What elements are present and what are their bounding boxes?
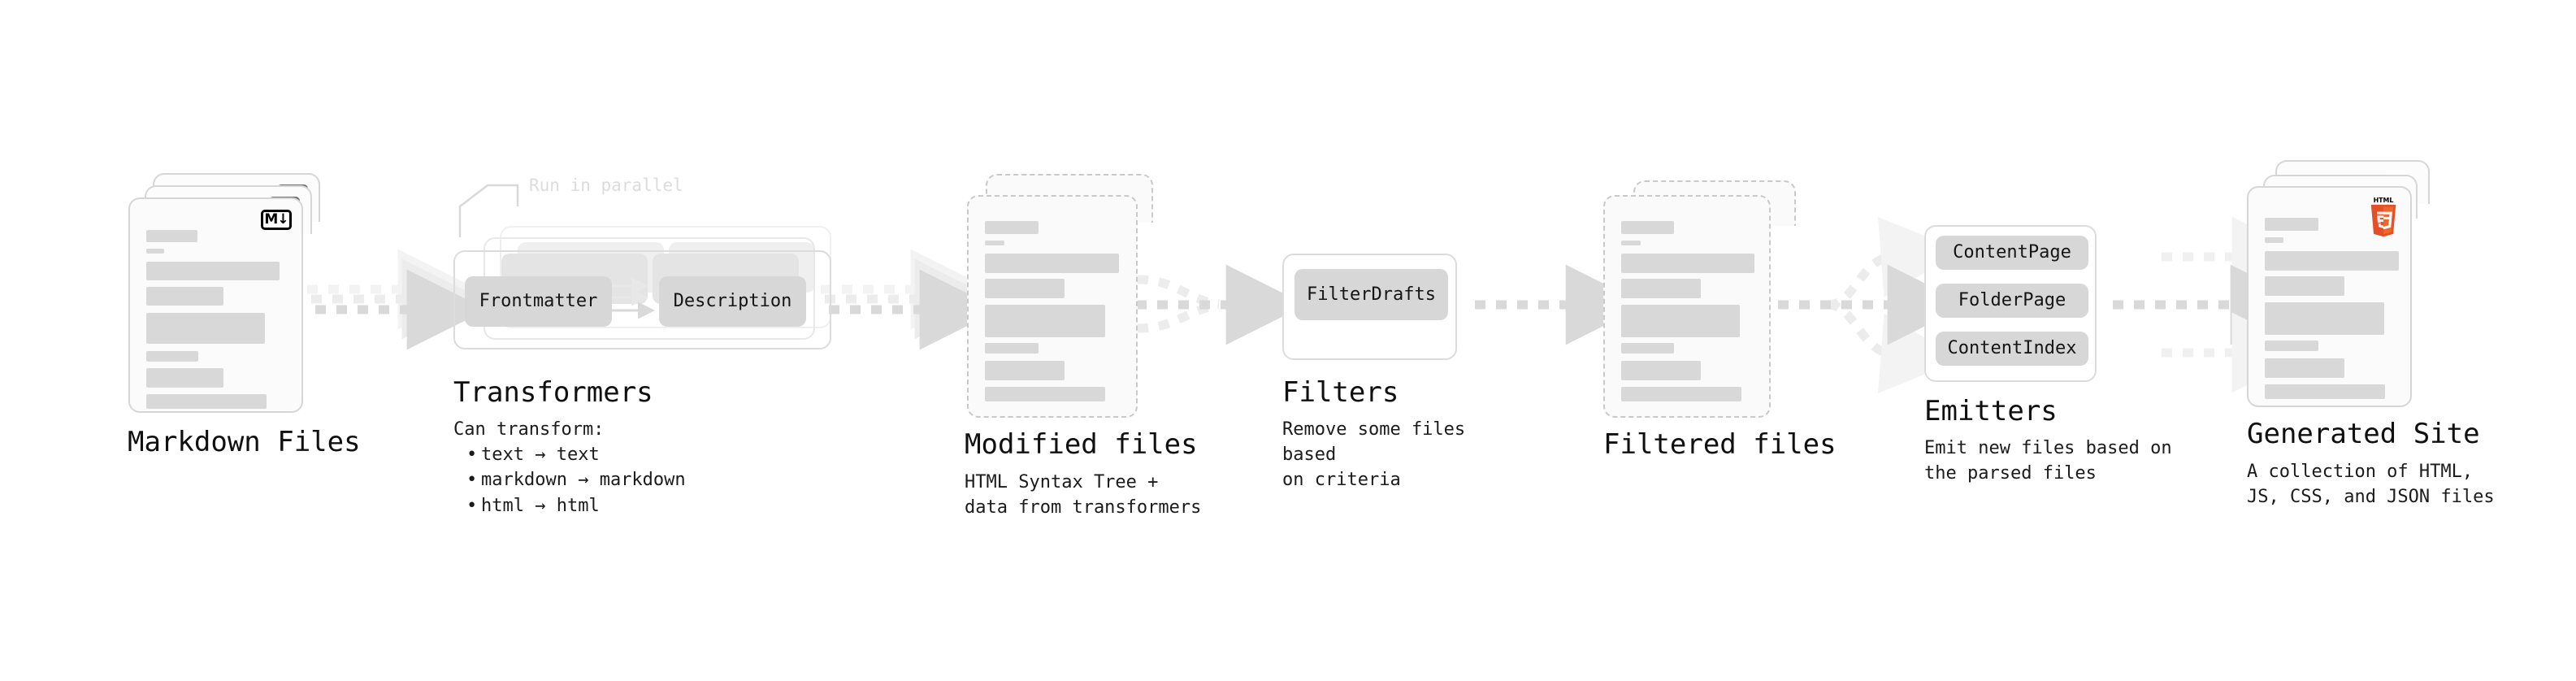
- skeleton-block: [146, 394, 267, 409]
- generated-site-title: Generated Site: [2247, 418, 2480, 450]
- filters-title: Filters: [1282, 376, 1399, 409]
- skeleton-block: [1621, 343, 1674, 354]
- transform-item: markdown → markdown: [466, 467, 722, 492]
- filter-chip-filterdrafts[interactable]: FilterDrafts: [1295, 269, 1448, 320]
- skeleton-subtitle: [985, 241, 1004, 245]
- filters-box: FilterDrafts: [1282, 254, 1457, 360]
- filtered-files-title: Filtered files: [1603, 428, 1837, 461]
- modified-files-description: HTML Syntax Tree + data from transformer…: [965, 472, 1202, 518]
- skeleton-subtitle: [1621, 241, 1641, 245]
- modified-files-title: Modified files: [965, 428, 1198, 461]
- markdown-files-title: Markdown Files: [128, 426, 361, 458]
- emitters-title: Emitters: [1924, 395, 2058, 427]
- transformer-chip-frontmatter[interactable]: Frontmatter: [465, 276, 612, 327]
- filtered-doc-front: [1603, 195, 1771, 418]
- skeleton-title: [1621, 221, 1674, 234]
- generated-site-description: A collection of HTML, JS, CSS, and JSON …: [2247, 462, 2495, 508]
- filters-description: Remove some files based on criteria: [1282, 419, 1466, 491]
- skeleton-block: [1621, 305, 1740, 337]
- emitter-chip-contentindex[interactable]: ContentIndex: [1936, 332, 2088, 366]
- skeleton-block: [985, 254, 1119, 273]
- skeleton-block: [985, 305, 1105, 337]
- emitter-chip-folderpage[interactable]: FolderPage: [1936, 284, 2088, 318]
- skeleton-block: [1621, 254, 1754, 273]
- skeleton-block: [146, 287, 223, 306]
- markdown-doc-front: M↓: [128, 197, 303, 413]
- skeleton-subtitle: [2265, 237, 2283, 243]
- arrow-transformers-to-modified: [821, 249, 1000, 350]
- skeleton-title: [2265, 218, 2318, 231]
- svg-text:HTML: HTML: [2374, 197, 2394, 204]
- skeleton-block: [985, 279, 1065, 298]
- run-in-parallel-label: Run in parallel: [529, 176, 683, 195]
- skeleton-block: [1621, 279, 1701, 298]
- skeleton-block: [985, 387, 1105, 401]
- skeleton-block: [2265, 358, 2344, 378]
- site-doc-front: HTML: [2247, 186, 2412, 407]
- transformers-transform-list: text → text markdown → markdown html → h…: [453, 442, 722, 518]
- skeleton-block: [2265, 276, 2344, 296]
- transformer-chip-description[interactable]: Description: [659, 276, 806, 327]
- transformers-description: Can transform: text → text markdown → ma…: [453, 417, 722, 518]
- arrow-modified-to-filters: [1136, 264, 1307, 345]
- arrow-emitters-to-site: [2113, 216, 2313, 393]
- transform-item: html → html: [466, 493, 722, 518]
- emitters-description: Emit new files based on the parsed files: [1924, 438, 2172, 484]
- transformers-desc-intro: Can transform:: [453, 419, 605, 440]
- skeleton-block: [2265, 302, 2384, 335]
- emitters-box: ContentPage FolderPage ContentIndex: [1924, 225, 2097, 382]
- skeleton-block: [146, 368, 223, 388]
- transformer-box-front: [453, 250, 831, 349]
- skeleton-block: [146, 313, 265, 344]
- skeleton-title: [146, 230, 197, 242]
- arrow-filtered-to-emitters: [1778, 216, 1968, 394]
- html5-icon: HTML: [2366, 197, 2400, 237]
- skeleton-subtitle: [146, 249, 164, 254]
- emitter-chip-contentpage[interactable]: ContentPage: [1936, 236, 2088, 270]
- modified-doc-front: [967, 195, 1138, 418]
- skeleton-block: [2265, 340, 2318, 351]
- skeleton-block: [985, 343, 1039, 354]
- transformers-title: Transformers: [453, 376, 653, 409]
- skeleton-block: [1621, 361, 1701, 380]
- transform-item: text → text: [466, 442, 722, 467]
- skeleton-title: [985, 221, 1039, 234]
- skeleton-block: [2265, 384, 2385, 399]
- skeleton-block: [146, 351, 198, 362]
- skeleton-block: [146, 262, 280, 280]
- skeleton-block: [2265, 251, 2399, 271]
- skeleton-block: [1621, 387, 1741, 401]
- skeleton-block: [985, 361, 1065, 380]
- markdown-icon: M↓: [261, 210, 292, 230]
- arrow-markdown-to-transformers: [307, 249, 488, 350]
